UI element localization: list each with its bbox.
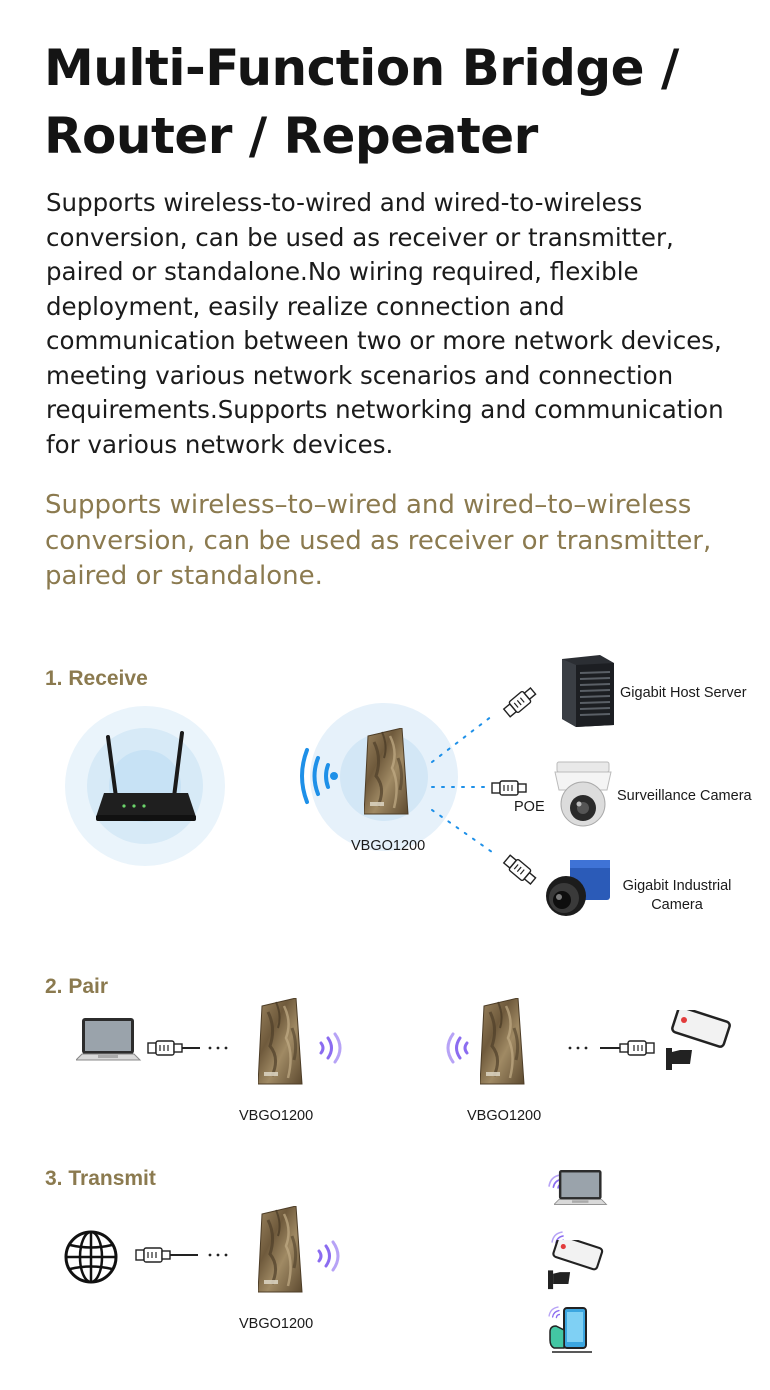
section-title-transmit: 3. Transmit bbox=[45, 1167, 156, 1190]
wifi-waves-icon bbox=[319, 1032, 342, 1064]
device-label-surveillance: Surveillance Camera bbox=[617, 788, 752, 804]
bridge-device-icon bbox=[258, 998, 304, 1086]
device-label-server: Gigabit Host Server bbox=[620, 685, 747, 701]
intro-paragraph: Supports wireless-to-wired and wired-to-… bbox=[46, 188, 724, 459]
transmit-device-label: VBGO1200 bbox=[239, 1316, 314, 1332]
bridge-device-icon bbox=[258, 1206, 304, 1294]
section-title-receive: 1. Receive bbox=[45, 667, 148, 690]
bridge-device-icon bbox=[364, 728, 410, 816]
ethernet-cable bbox=[135, 1247, 228, 1263]
wifi-waves-icon bbox=[446, 1032, 469, 1064]
ethernet-plug-icon bbox=[491, 780, 527, 796]
pair-left-device-label: VBGO1200 bbox=[239, 1108, 314, 1124]
receive-device-label: VBGO1200 bbox=[351, 838, 426, 854]
server-icon bbox=[562, 655, 614, 727]
laptop-icon bbox=[76, 1018, 141, 1061]
page-headline: Multi-Function Bridge / Router / Repeate… bbox=[44, 39, 679, 165]
laptop-icon bbox=[554, 1170, 607, 1205]
security-camera-icon bbox=[664, 1010, 732, 1072]
ethernet-plug-icon bbox=[501, 853, 539, 887]
wireless-router-icon bbox=[65, 706, 225, 866]
bridge-device-icon bbox=[480, 998, 526, 1086]
dome-camera-icon bbox=[554, 761, 612, 827]
receive-connection-lines bbox=[431, 715, 493, 853]
poe-label: POE bbox=[514, 799, 545, 815]
section-title-pair: 2. Pair bbox=[45, 975, 109, 998]
pair-right-device-label: VBGO1200 bbox=[467, 1108, 542, 1124]
globe-icon bbox=[64, 1230, 118, 1284]
smartphone-icon bbox=[549, 1307, 592, 1353]
industrial-camera-icon bbox=[546, 860, 610, 916]
ethernet-cable bbox=[147, 1040, 228, 1056]
wifi-waves-icon bbox=[317, 1240, 340, 1272]
security-camera-icon bbox=[546, 1240, 605, 1291]
ethernet-plug-icon bbox=[501, 685, 539, 719]
ethernet-cable bbox=[568, 1040, 655, 1056]
device-label-industrial: Gigabit Industrial Camera bbox=[622, 878, 732, 913]
highlight-paragraph: Supports wireless–to–wired and wired–to–… bbox=[45, 490, 712, 591]
